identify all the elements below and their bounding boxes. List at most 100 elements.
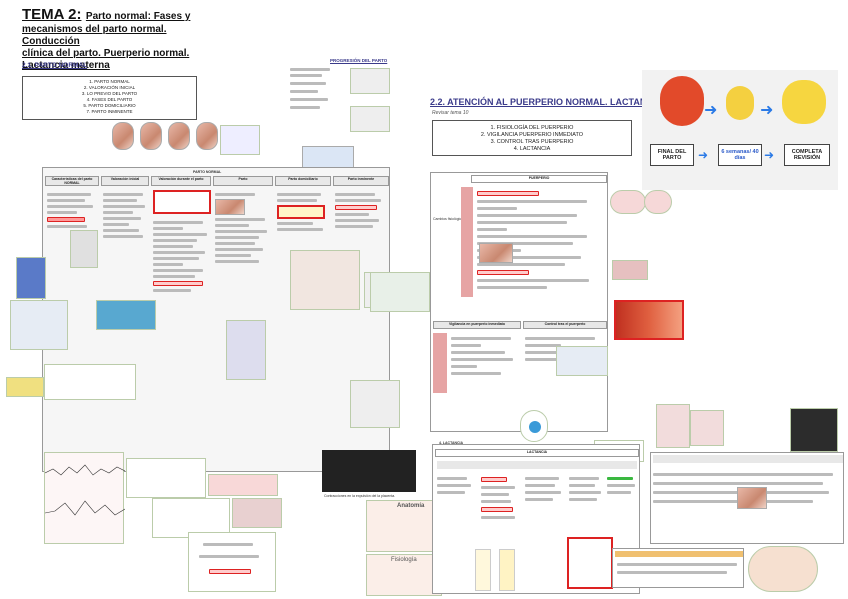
col-content [47,190,97,260]
section2-subheading: Revisar tema 10 [432,110,469,116]
board-title: 4. LACTANCIA [439,441,464,445]
index-item: 3. CONTROL TRAS PUERPERIO [490,139,574,145]
photo [737,487,767,509]
milk-image [499,549,515,591]
index-item: 4. FASES DEL PARTO [86,97,133,102]
title-line1: Parto normal: Fases y [85,11,191,22]
title-line4: Lactancia materna [22,60,110,71]
breast-anatomy-image [748,546,818,592]
section2-heading: 2.2. ATENCIÓN AL PUERPERIO NORMAL. LACTA… [430,97,662,107]
index-item: 2. VALORACIÓN INICIAL [83,85,136,90]
fetal-image [112,122,134,150]
puerperio-content [477,187,607,337]
side-label: Cambios fisiológicos [433,217,465,221]
photo-image [232,498,282,528]
index-item: 1. PARTO NORMAL [89,79,130,84]
uterus-image [644,190,672,214]
milk-image [475,549,491,591]
uterus-image [610,190,646,214]
board-subtitle: LACTANCIA [435,449,639,457]
diagram-image [70,230,98,268]
puerperio-board: PUERPERIO Cambios fisiológicos Vigilanci… [430,172,608,432]
dark-image [790,408,838,452]
col-header: Parto domiciliario [275,176,331,186]
physiology-label: Fisiología [391,557,417,563]
board-title: PUERPERIO [471,175,607,183]
cervix-image [152,498,230,538]
bottom-label: Vigilancia en puerperio inmediato [433,321,521,329]
creature-image [660,76,704,126]
evolution-graphic: ➜ ➜ FINAL DEL PARTO 6 semanas/ 40 días C… [642,70,838,190]
progression-diagram [350,106,390,132]
bottom-table [612,548,744,588]
vigilancia-content [451,333,521,423]
index-item: 7. PARTO INMINENTE [86,109,133,114]
pelvis-image [10,300,68,350]
creature-image [726,86,754,120]
col-content [153,218,211,418]
title-prefix: TEMA 2: [22,6,82,23]
flowchart-image [188,532,276,592]
col-header: Parto [213,176,273,186]
table-image [16,257,46,299]
section1-index: 1. PARTO NORMAL 2. VALORACIÓN INICIAL 3.… [22,76,197,120]
arrow-icon: ➜ [764,148,775,162]
ctg-trace [44,464,126,516]
col-header: Parto inminente [333,176,389,186]
text-line [290,74,322,77]
index-item: 5. PARTO DOMICILIARIO [83,103,136,108]
text-line [290,90,318,93]
col-header: Valoración inicial [101,176,149,186]
dark-table [322,450,416,492]
index-item: 2. VIGILANCIA PUERPERIO INMEDIATO [480,132,584,138]
section1-heading: 2.1. PARTO NORMAL [22,62,88,69]
highlight-box [567,537,613,589]
fetal-image [168,122,190,150]
uterus-image [208,474,278,496]
highlight-box [153,190,211,214]
vessel-image [614,300,684,340]
col-content [277,190,331,310]
timeline-step-1: FINAL DEL PARTO [650,144,694,166]
tissue-image [612,260,648,280]
ctg-caption [126,458,206,498]
arrow-icon: ➜ [704,102,718,119]
index-item: 4. LACTANCIA [513,146,551,152]
col-header: Valoración durante el parto [151,176,211,186]
col-content [215,190,273,450]
index-item: 1. FISIOLOGÍA DEL PUERPERIO [490,125,574,131]
index-item: 3. LO PREVIO DEL PARTO [81,91,138,96]
breast-image [656,404,690,448]
lactancia-col [437,473,477,533]
pink-bar [461,187,473,297]
ctg-strip [44,452,126,544]
text-line [290,98,328,101]
anatomy-label: Anatomía [397,503,425,509]
progression-diagram [350,68,390,94]
notes-image [370,272,430,312]
creature-image [782,80,826,124]
col-content [335,190,389,310]
arrow-icon: ➜ [760,102,774,119]
note-image [6,377,44,397]
fetal-image [196,122,218,150]
lactancia-board: 4. LACTANCIA LACTANCIA [432,441,640,594]
page-title: TEMA 2: Parto normal: Fases y mecanismos… [22,6,212,72]
info-image [556,346,608,376]
col-content [103,190,149,290]
physiology-image: Fisiología [366,554,442,596]
lactancia-col [607,473,639,563]
pink-bar [433,333,447,393]
col-header: Características del parto NORMAL [45,176,99,186]
parto-normal-board: PARTO NORMAL Características del parto N… [42,167,390,472]
fetal-image [140,122,162,150]
timeline-step-3: COMPLETA REVISIÓN [784,144,830,166]
header-row [437,461,637,469]
fetal-sketch [220,125,260,155]
chart-image [226,320,266,380]
title-line2: mecanismos del parto normal. Conducción [22,24,167,47]
bottom-label: Control tras el puerperio [523,321,607,329]
section2-index: 1. FISIOLOGÍA DEL PUERPERIO 2. VIGILANCI… [432,120,632,156]
progression-panel: PROGRESIÓN DEL PARTO [290,58,400,138]
sketch-image [350,380,400,428]
